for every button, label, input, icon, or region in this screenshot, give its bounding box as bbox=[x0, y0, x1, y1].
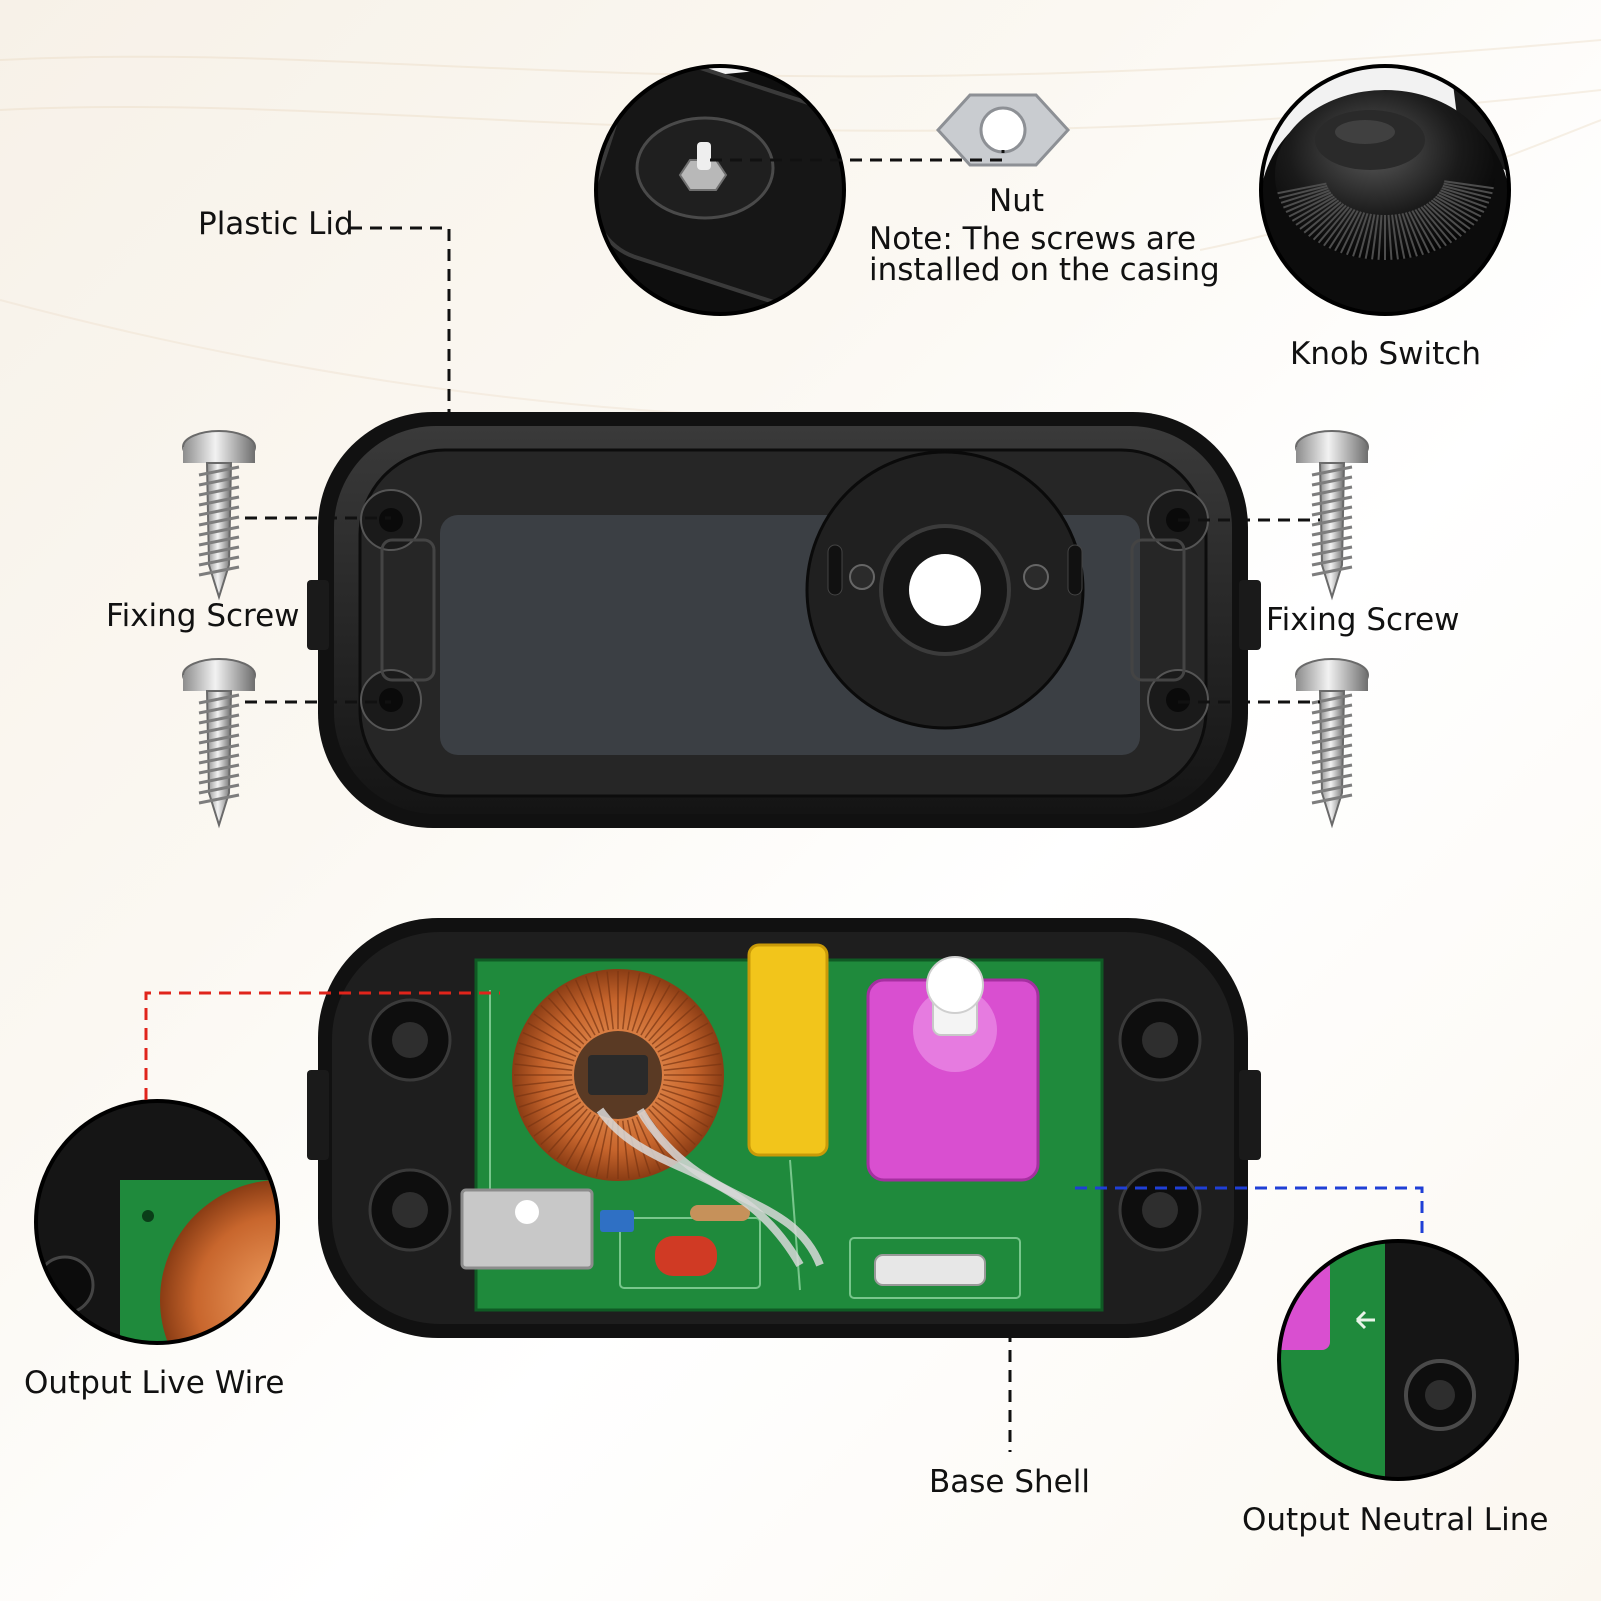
label-fixing-screw-right: Fixing Screw bbox=[1266, 602, 1460, 638]
screw-icon bbox=[182, 430, 256, 601]
label-base-shell: Base Shell bbox=[929, 1464, 1090, 1500]
capacitor bbox=[747, 943, 829, 1157]
leader-lines bbox=[144, 150, 1424, 1452]
base-shell bbox=[307, 918, 1261, 1338]
label-output-neutral-line: Output Neutral Line bbox=[1242, 1502, 1549, 1538]
potentiometer bbox=[866, 956, 1040, 1182]
label-note-line1: Note: The screws are bbox=[869, 221, 1197, 257]
red-capacitor bbox=[655, 1236, 717, 1276]
base-shell-post bbox=[368, 998, 1202, 1252]
regulator bbox=[460, 1188, 594, 1270]
plastic-lid bbox=[307, 412, 1261, 828]
screw-icon bbox=[1295, 658, 1369, 829]
screw-icon bbox=[1295, 430, 1369, 601]
inset-lid-stud bbox=[594, 64, 846, 316]
label-nut: Nut bbox=[989, 183, 1044, 219]
nut-icon bbox=[935, 93, 1071, 167]
label-knob-switch: Knob Switch bbox=[1290, 336, 1481, 372]
inset-knob bbox=[1259, 64, 1511, 316]
leader-plastic-lid bbox=[350, 226, 451, 412]
inset-neutral-line bbox=[1277, 1239, 1519, 1481]
inset-live-wire bbox=[34, 1099, 280, 1345]
label-fixing-screw-left: Fixing Screw bbox=[106, 598, 300, 634]
leader-neutral bbox=[1075, 1186, 1424, 1240]
label-plastic-lid: Plastic Lid bbox=[198, 206, 354, 242]
circuit-board bbox=[460, 943, 1104, 1312]
knob-mount bbox=[805, 450, 1085, 730]
leader-live-wire bbox=[144, 991, 500, 1100]
label-note-line2: installed on the casing bbox=[869, 252, 1220, 288]
fixing-screws bbox=[182, 430, 1369, 829]
label-output-live-wire: Output Live Wire bbox=[24, 1365, 285, 1401]
screw-icon bbox=[182, 658, 256, 829]
lid-screw-boss bbox=[360, 489, 1209, 731]
fuse bbox=[874, 1254, 986, 1286]
resistor bbox=[690, 1205, 750, 1221]
label-note: Note: The screws are installed on the ca… bbox=[869, 224, 1220, 286]
